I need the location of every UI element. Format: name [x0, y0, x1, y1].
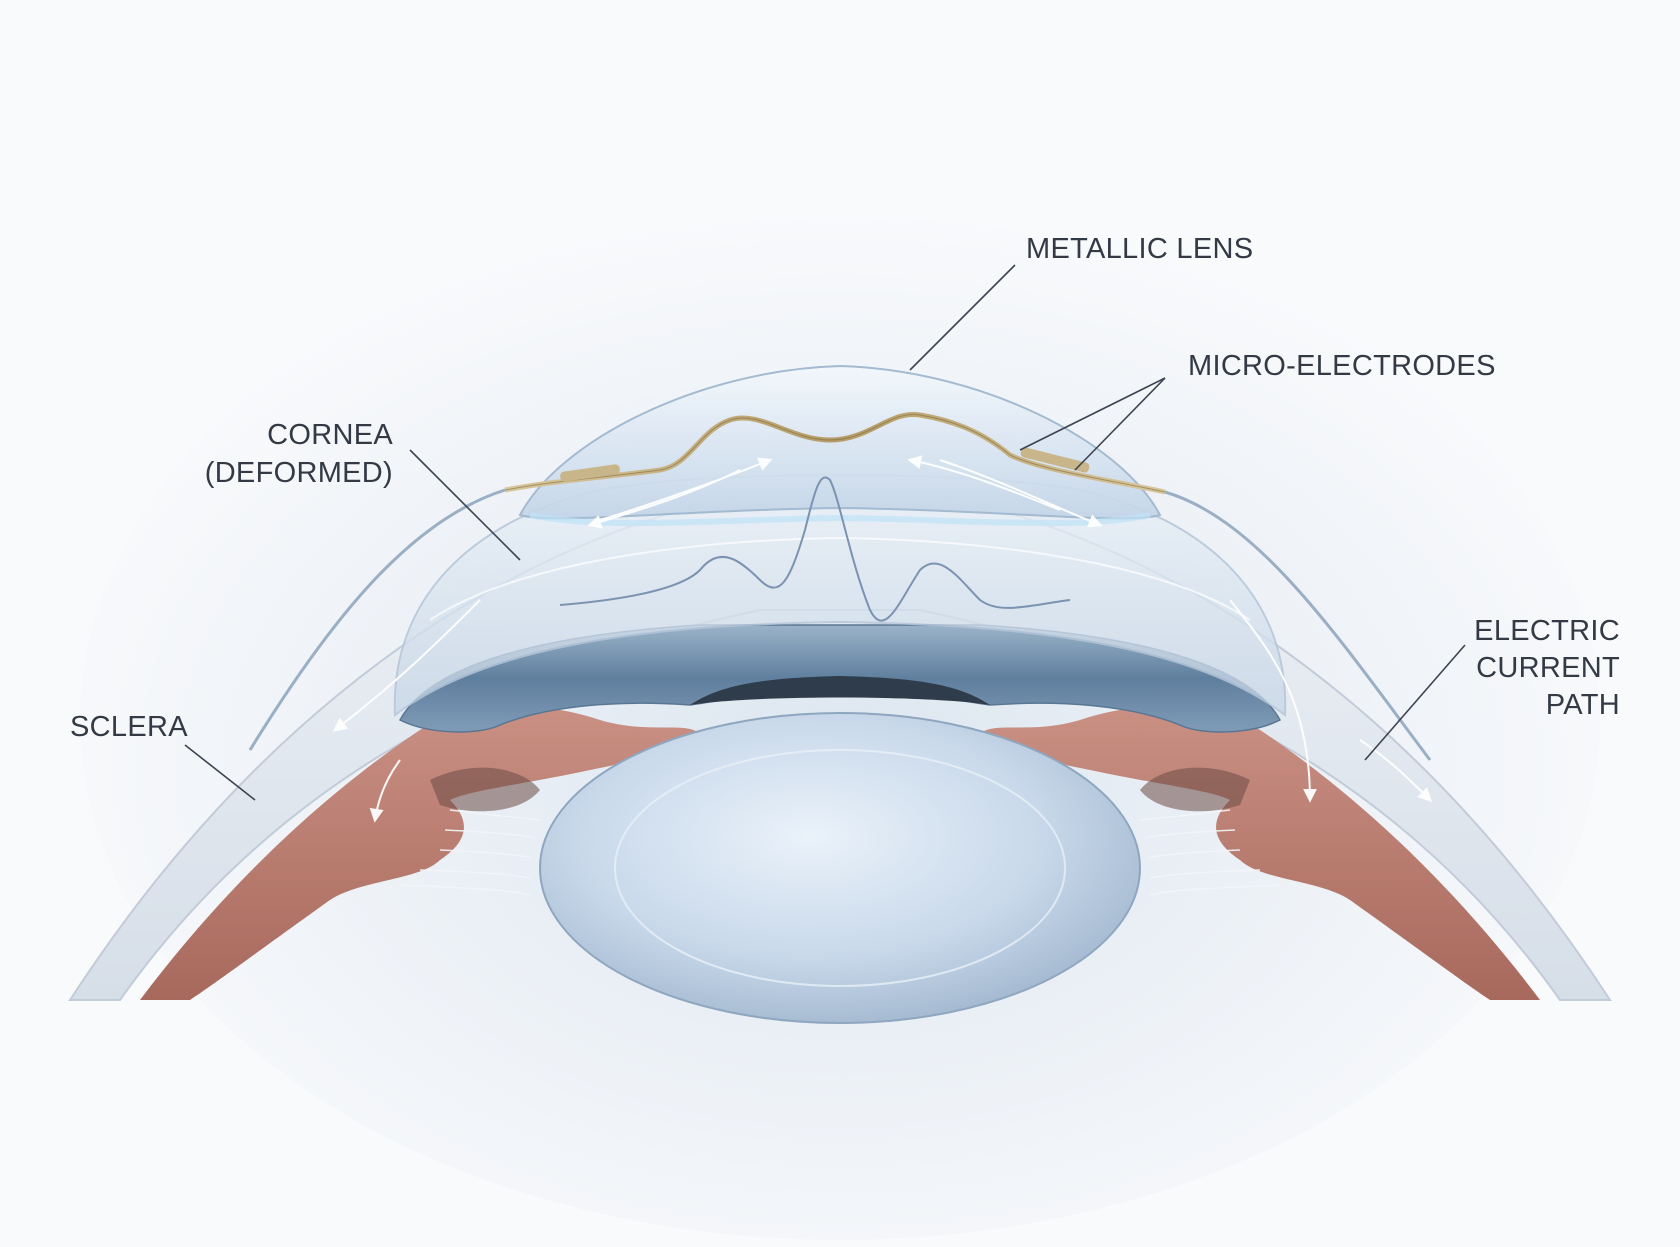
label-micro-electrodes: MICRO-ELECTRODES — [1188, 350, 1496, 382]
label-sclera: SCLERA — [70, 711, 188, 743]
label-electric-line2: CURRENT — [1476, 652, 1620, 684]
label-metallic-lens: METALLIC LENS — [1026, 233, 1253, 265]
label-cornea-line2: (DEFORMED) — [205, 457, 393, 489]
label-electric-line3: PATH — [1546, 689, 1620, 721]
label-cornea-line1: CORNEA — [267, 419, 393, 451]
crystalline-lens — [540, 713, 1140, 1023]
label-electric-line1: ELECTRIC — [1474, 615, 1620, 647]
